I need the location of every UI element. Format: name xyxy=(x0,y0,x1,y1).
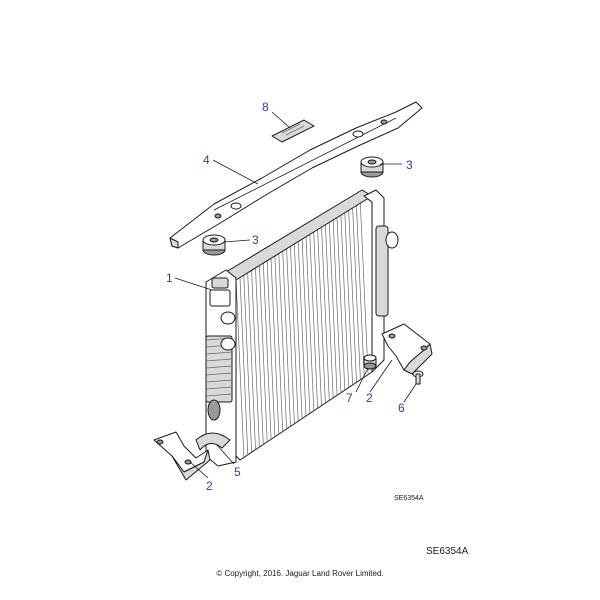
part-3-rubber-mount-left xyxy=(202,234,226,256)
leader-lines xyxy=(174,111,417,479)
callout-6: 6 xyxy=(398,401,405,415)
callout-8: 8 xyxy=(262,100,269,114)
drawing-code-small: SE6354A xyxy=(394,495,424,502)
part-2-lower-bracket-left xyxy=(153,431,211,481)
callout-5: 5 xyxy=(234,465,241,479)
callout-3-lower: 3 xyxy=(252,233,259,247)
part-7-drain-plug xyxy=(363,354,377,370)
callout-3-upper: 3 xyxy=(406,158,413,172)
part-4-upper-bracket xyxy=(169,101,423,249)
part-3-rubber-mount-right xyxy=(360,156,384,178)
part-8-label-plate xyxy=(271,119,315,143)
callout-2-left: 2 xyxy=(206,479,213,493)
callout-7: 7 xyxy=(346,391,353,405)
part-5-rubber-pad xyxy=(195,432,231,451)
drawing-code-large: SE6354A xyxy=(426,546,469,557)
part-2-lower-bracket-right xyxy=(381,323,433,375)
copyright-notice: © Copyright, 2016. Jaguar Land Rover Lim… xyxy=(216,569,383,578)
callout-2-right: 2 xyxy=(366,391,373,405)
part-1-radiator xyxy=(205,189,399,467)
callout-4: 4 xyxy=(203,153,210,167)
callout-1: 1 xyxy=(166,271,173,285)
part-6-bolt xyxy=(412,370,424,385)
